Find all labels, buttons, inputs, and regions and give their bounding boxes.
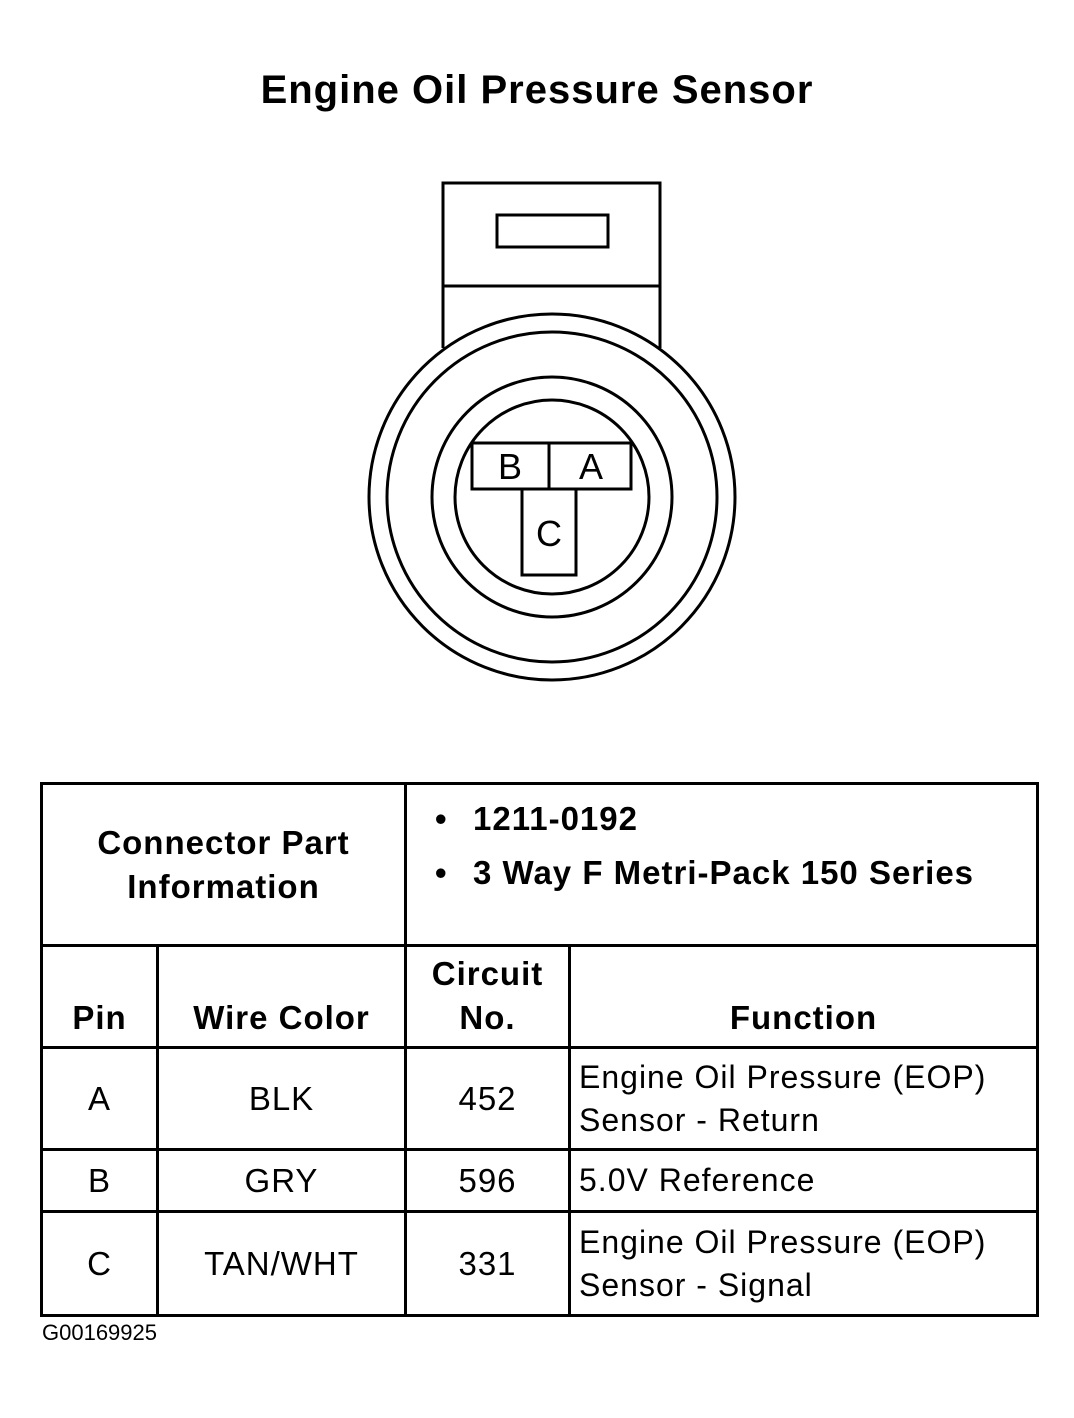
- wire-color-cell: BLK: [156, 1046, 407, 1151]
- figure-code: G00169925: [42, 1320, 157, 1345]
- column-header-row: Pin Wire Color Circuit No. Function: [40, 944, 1039, 1049]
- wire-color-cell: TAN/WHT: [156, 1210, 407, 1317]
- table-row: A BLK 452 Engine Oil Pressure (EOP) Sens…: [40, 1046, 1039, 1151]
- part-info-list: 1211-0192 3 Way F Metri-Pack 150 Series: [407, 797, 1036, 895]
- part-info-row: Connector Part Information 1211-0192 3 W…: [40, 782, 1039, 947]
- pin-cell: A: [40, 1046, 159, 1151]
- pin-cavities: [470, 441, 633, 577]
- part-info-values: 1211-0192 3 Way F Metri-Pack 150 Series: [404, 782, 1039, 947]
- pin-cavity-c: [520, 487, 578, 577]
- connector-info-table: Connector Part Information 1211-0192 3 W…: [40, 782, 1039, 1317]
- connector-latch: [441, 181, 662, 345]
- pin-label-a: A: [579, 446, 603, 487]
- circuit-no-cell: 596: [404, 1148, 571, 1213]
- pin-cell: B: [40, 1148, 159, 1213]
- wire-color-cell: GRY: [156, 1148, 407, 1213]
- function-cell: Engine Oil Pressure (EOP) Sensor - Retur…: [568, 1046, 1039, 1151]
- table-row: C TAN/WHT 331 Engine Oil Pressure (EOP) …: [40, 1210, 1039, 1317]
- circuit-no-cell: 331: [404, 1210, 571, 1317]
- circuit-no-cell: 452: [404, 1046, 571, 1151]
- connector-face-drawing: B A C: [367, 181, 737, 682]
- part-number: 1211-0192: [435, 797, 1036, 841]
- table-row: B GRY 596 5.0V Reference: [40, 1148, 1039, 1213]
- diagram-title: Engine Oil Pressure Sensor: [260, 68, 814, 112]
- pin-cavity-a: [547, 441, 633, 491]
- pin-cavity-b: [470, 441, 551, 491]
- pin-label-b: B: [498, 446, 522, 487]
- col-header-pin: Pin: [40, 944, 159, 1049]
- function-cell: Engine Oil Pressure (EOP) Sensor - Signa…: [568, 1210, 1039, 1317]
- col-header-wire-color: Wire Color: [156, 944, 407, 1049]
- part-series: 3 Way F Metri-Pack 150 Series: [435, 851, 1036, 895]
- function-cell: 5.0V Reference: [568, 1148, 1039, 1213]
- col-header-function: Function: [568, 944, 1039, 1049]
- col-header-circuit-no: Circuit No.: [404, 944, 571, 1049]
- pin-cell: C: [40, 1210, 159, 1317]
- pin-label-c: C: [536, 513, 562, 554]
- part-info-label: Connector Part Information: [40, 782, 407, 947]
